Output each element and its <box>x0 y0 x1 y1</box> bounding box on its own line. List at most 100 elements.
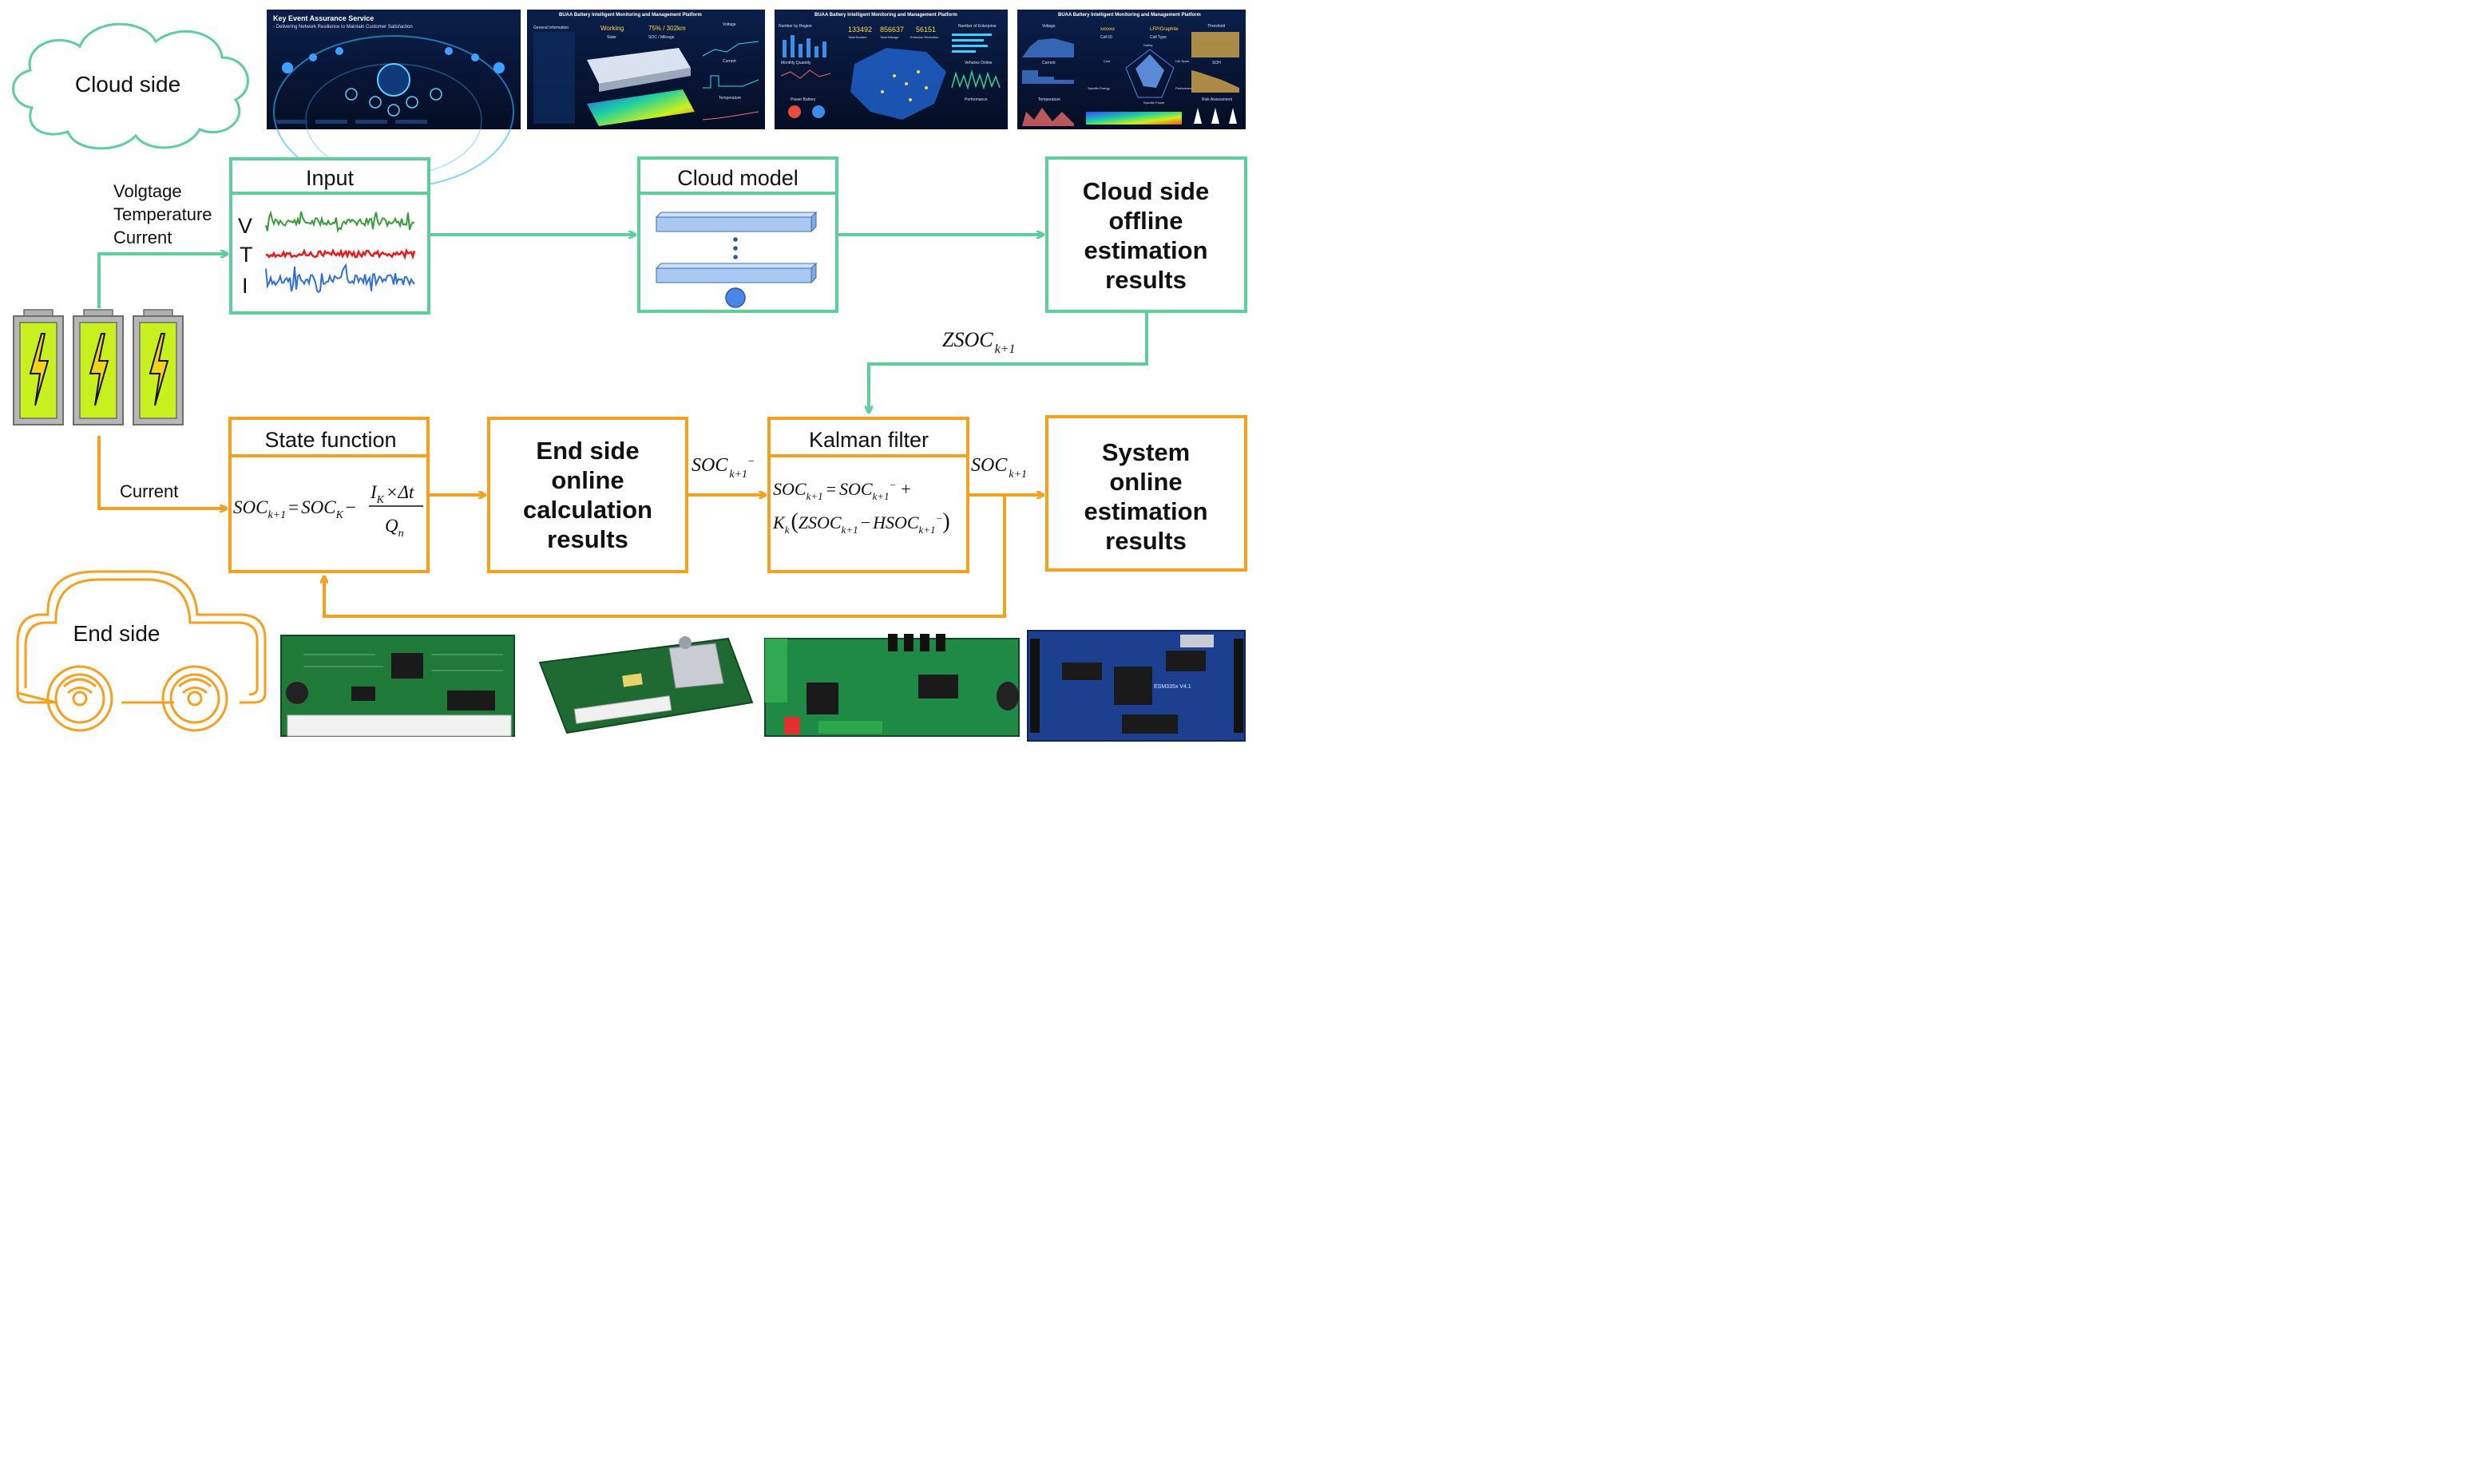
system-results-line-2: online <box>1109 468 1182 496</box>
green-connectors <box>97 235 1148 412</box>
current-label: Current <box>120 481 178 501</box>
dashboard-2-title: BUAA Battery Intelligent Monitoring and … <box>559 13 702 18</box>
dashboard-2-chart-temperature: Temperature <box>719 96 741 101</box>
ellipsis-dot <box>733 246 738 251</box>
dashboard-3-n3-sub: Emission Reduction <box>910 35 938 39</box>
temperature-trace <box>265 247 416 260</box>
dashboard-4-c1: Voltage <box>1042 24 1056 29</box>
dashboard-2-soc-sub: SOC / Mileage <box>648 35 675 40</box>
state-function-title: State function <box>264 428 396 452</box>
channel-v-label: V <box>238 214 252 238</box>
dashboard-4-cell-id: xxxxxx <box>1100 27 1115 32</box>
pcb-board-4: ESM335x V4.1 <box>1027 630 1246 742</box>
dashboard-3-title: BUAA Battery Intelligent Monitoring and … <box>814 13 957 18</box>
dashboard-4-r1: Threshold <box>1207 24 1225 29</box>
system-results-line-4: results <box>1105 527 1187 555</box>
dashboard-4-radar-top: Safety <box>1143 43 1152 47</box>
battery-icon <box>133 309 184 425</box>
dashboard-4-radar-right: Life Span <box>1175 59 1189 63</box>
dashboard-2-state-sub: State <box>607 35 616 40</box>
cloud-side-group: Cloud side <box>12 22 249 150</box>
wheel-icon <box>161 665 228 732</box>
board-4-label: ESM335x V4.1 <box>1154 684 1191 690</box>
end-side-label: End side <box>73 621 161 646</box>
dashboard-screenshot-2: BUAA Battery Intelligent Monitoring and … <box>527 10 765 129</box>
dashboard-4-c3: Temperature <box>1038 97 1060 102</box>
dashboard-3-right3: Performance <box>965 97 988 102</box>
dashboard-3-n3: 56151 <box>916 26 936 34</box>
kalman-filter-box: Kalman filter SOCk+1=SOCk+1−+ Kk(ZSOCk+1… <box>767 417 969 573</box>
dashboard-1-subtitle: - Delivering Network Resilience to Maint… <box>273 25 413 30</box>
dashboard-3-left3: Power Battery <box>791 97 816 102</box>
end-online-results-box: End side online calculation results <box>487 417 688 573</box>
dashboard-2-side-title: General Information <box>533 26 569 30</box>
battery-to-state-arrow <box>97 436 226 509</box>
end-results-line-4: results <box>547 525 628 553</box>
dashboard-screenshot-1: Key Event Assurance Service - Delivering… <box>267 10 521 188</box>
kalman-equation-line-1: SOCk+1=SOCk+1−+ <box>773 479 911 502</box>
cloud-offline-results-box: Cloud side offline estimation results <box>1045 156 1247 313</box>
end-results-line-1: End side <box>536 437 639 465</box>
end-results-line-2: online <box>551 466 624 494</box>
offline-results-line-3: estimation <box>1084 236 1207 264</box>
state-equation-denominator: Qn <box>385 516 404 540</box>
end-results-line-3: calculation <box>523 496 652 524</box>
dashboard-screenshot-4: BUAA Battery Intelligent Monitoring and … <box>1017 10 1246 129</box>
dashboard-2-soc: 75% / 302km <box>648 25 686 32</box>
input-box: Input V T I <box>229 157 430 315</box>
dashboard-4-r3: Risk Assessment <box>1202 97 1233 102</box>
ellipsis-dot <box>733 255 738 259</box>
input-title: Input <box>306 166 355 190</box>
ellipsis-dot <box>733 237 738 242</box>
dashboard-3-n1: 133492 <box>848 26 872 34</box>
state-equation-numerator: IK×Δt <box>370 482 414 506</box>
car-icon <box>16 570 267 704</box>
dashboard-4-radar-left: Cost <box>1104 59 1111 63</box>
dashboard-4-r2: SOH <box>1212 61 1221 65</box>
model-output-node <box>725 287 746 308</box>
dashboard-3-n2-sub: Total Mileage <box>880 35 899 39</box>
dashboard-3-left2: Monthly Quantity <box>781 61 811 65</box>
system-results-line-3: estimation <box>1084 497 1207 525</box>
dashboard-4-c2: Current <box>1042 61 1056 65</box>
battery-icon <box>13 309 64 425</box>
dashboard-2-chart-current: Current <box>723 59 736 64</box>
system-results-line-1: System <box>1102 438 1190 466</box>
orange-connectors <box>97 436 1043 618</box>
current-trace <box>265 263 415 294</box>
dashboard-4-cell-id-sub: Cell ID <box>1100 35 1112 40</box>
dashboard-3-left1: Number by Region <box>779 24 812 29</box>
dashboard-4-radar-br: Performance <box>1175 86 1195 90</box>
dashboard-2-chart-voltage: Voltage <box>723 22 736 27</box>
state-equation-lhs: SOCk+1=SOCK− <box>233 497 356 521</box>
end-side-group: End side <box>16 570 267 732</box>
battery-pack <box>13 309 184 425</box>
feedback-arrow <box>324 495 1006 618</box>
dashboard-4-radar-bl: Specific Energy <box>1088 86 1110 90</box>
dashboard-3-n2: 856637 <box>880 26 904 34</box>
offline-results-line-2: offline <box>1109 207 1183 235</box>
offline-results-line-1: Cloud side <box>1083 177 1209 205</box>
cloud-icon <box>12 22 249 150</box>
signal-temperature-label: Temperature <box>113 204 212 224</box>
signal-current-label: Current <box>113 228 172 247</box>
dashboard-3-n1-sub: Total Number <box>848 35 867 39</box>
system-architecture-diagram: Cloud side Key Event Assurance Service -… <box>12 10 1247 742</box>
battery-icon <box>73 309 124 425</box>
dashboard-4-cell-type-sub: Cell Type <box>1150 35 1167 40</box>
dashboard-4-cell-type: LFP/Graphite <box>1150 27 1179 32</box>
offline-to-kalman-arrow <box>869 311 1148 412</box>
pcb-board-3 <box>764 634 1020 737</box>
dashboard-screenshot-3: BUAA Battery Intelligent Monitoring and … <box>775 10 1008 129</box>
dashboard-1-title: Key Event Assurance Service <box>273 14 374 22</box>
channel-i-label: I <box>242 274 248 298</box>
dashboard-3-right2: Vehicles Online <box>965 61 993 65</box>
wheel-icon <box>46 665 113 732</box>
cloud-model-title: Cloud model <box>677 166 799 190</box>
dashboard-4-radar-bottom: Specific Power <box>1143 101 1165 105</box>
cloud-model-box: Cloud model <box>637 156 838 313</box>
dashboard-4-title: BUAA Battery Intelligent Monitoring and … <box>1058 13 1201 18</box>
pcb-board-1 <box>280 635 515 737</box>
